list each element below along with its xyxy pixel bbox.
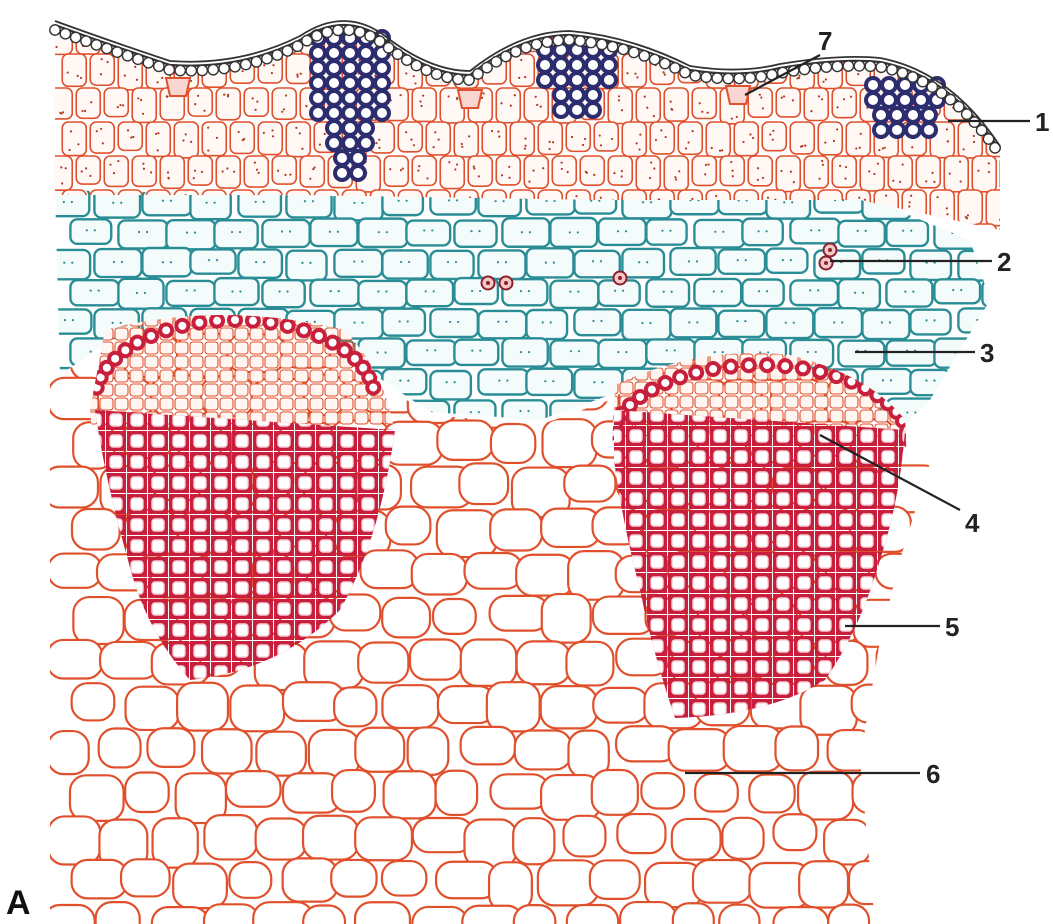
label-2: 2 <box>997 247 1011 277</box>
label-7: 7 <box>818 26 832 56</box>
label-5: 5 <box>945 612 959 642</box>
label-4: 4 <box>965 508 980 538</box>
label-6: 6 <box>926 759 940 789</box>
vascular-bundle-right <box>604 340 919 740</box>
label-3: 3 <box>980 338 994 368</box>
label-1: 1 <box>1035 107 1049 137</box>
panel-label: A <box>6 884 31 922</box>
